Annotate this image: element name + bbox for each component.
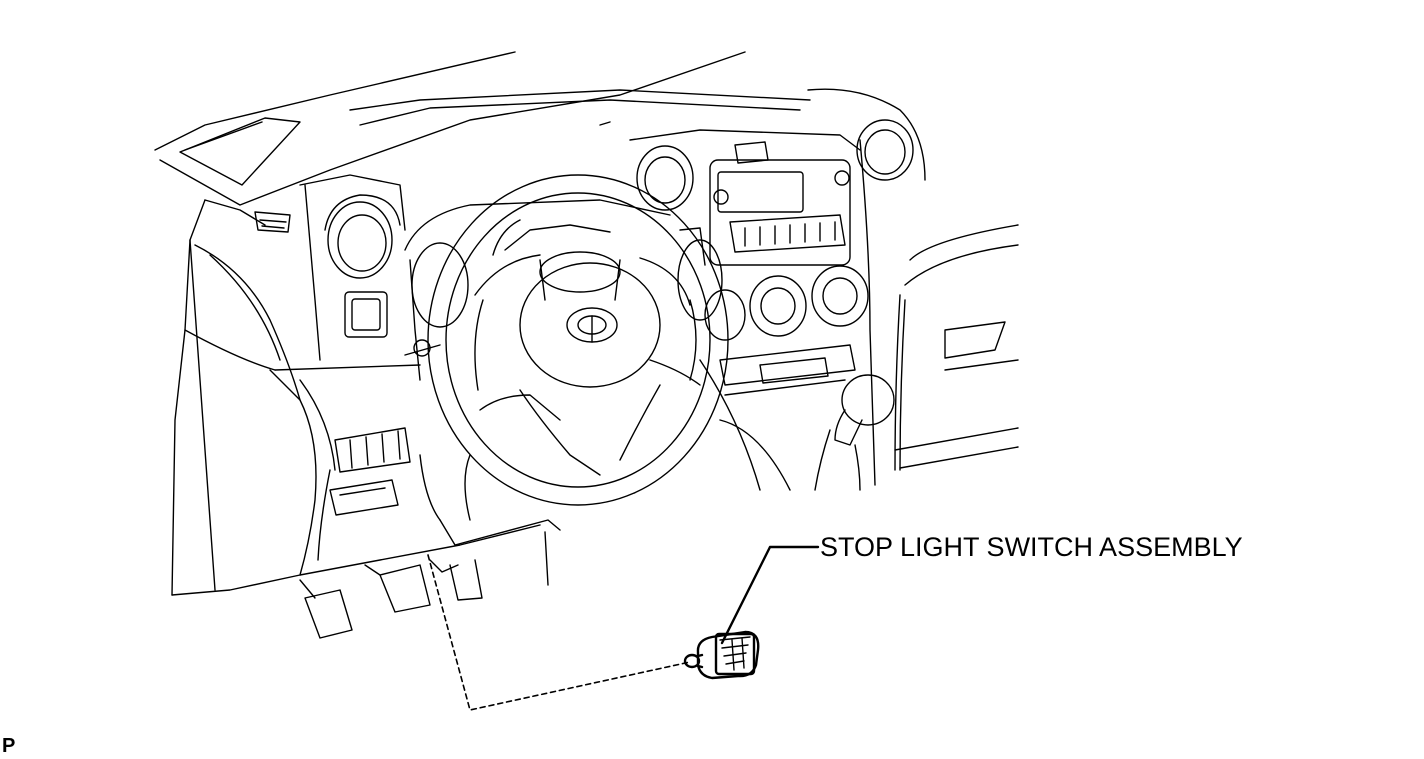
stop-light-switch-illustration-icon xyxy=(683,630,760,680)
center-stack xyxy=(599,121,876,491)
dash-top-outline xyxy=(154,51,926,206)
instrument-cluster xyxy=(404,199,723,381)
location-dashed-line xyxy=(427,554,691,711)
stop-light-switch-label: STOP LIGHT SWITCH ASSEMBLY xyxy=(820,532,1243,562)
corner-code: P xyxy=(2,735,16,757)
lower-switch-panel xyxy=(329,427,411,516)
steering-wheel xyxy=(427,174,729,506)
gear-shift xyxy=(814,374,895,491)
right-dash xyxy=(856,119,1019,471)
left-air-vent xyxy=(299,174,406,361)
callout-leader xyxy=(720,545,820,645)
left-dash-body xyxy=(171,199,541,596)
steering-wheel-emblem-icon xyxy=(566,307,618,343)
pedal-area xyxy=(299,454,561,639)
